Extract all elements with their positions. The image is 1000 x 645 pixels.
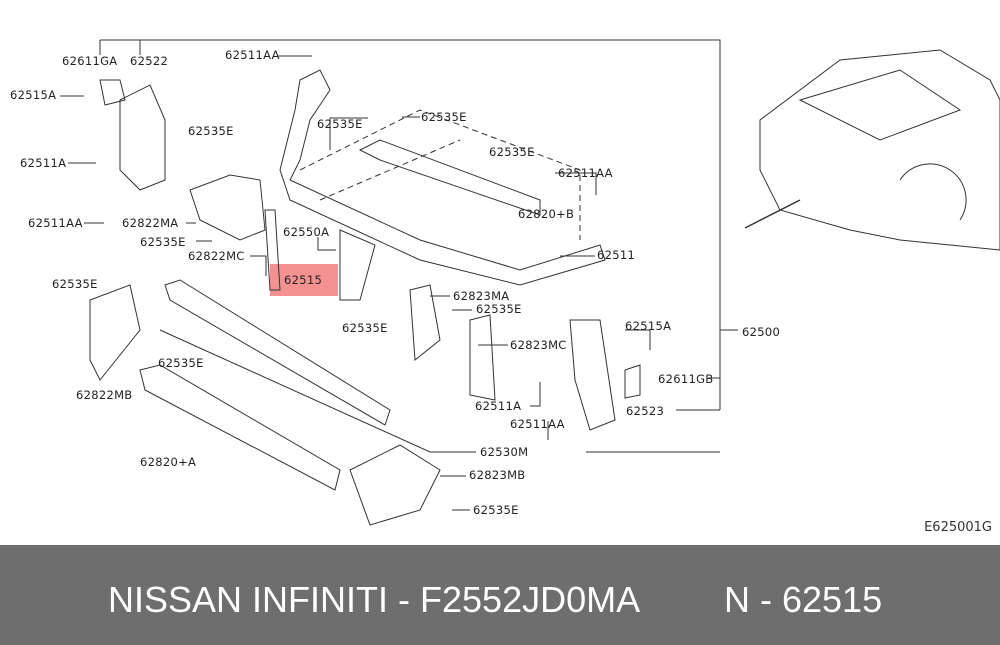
diagram-drawing xyxy=(60,39,1000,526)
part-label: 62511AA xyxy=(28,216,83,230)
diagram-code: E625001G xyxy=(924,520,992,535)
part-label: 62511A xyxy=(475,399,522,413)
parts-diagram: 62611GA 62522 62515A 62511A 62511AA 6282… xyxy=(10,39,1000,535)
part-label: 62515A xyxy=(10,88,57,102)
footer-bar: NISSAN INFINITI - F2552JD0MA N - 62515 xyxy=(0,545,1000,645)
part-label: 62535E xyxy=(52,277,98,291)
part-label: 62823MA xyxy=(453,289,510,303)
part-label: 62522 xyxy=(130,54,169,68)
part-label: 62515A xyxy=(625,319,672,333)
part-label: 62822MB xyxy=(76,388,133,402)
part-number-text: N - 62515 xyxy=(724,579,883,620)
part-label: 62535E xyxy=(140,235,186,249)
brand-part-text: NISSAN INFINITI - F2552JD0MA xyxy=(108,579,641,620)
part-label: 62511AA xyxy=(510,417,565,431)
part-label: 62530M xyxy=(480,445,529,459)
part-label: 62535E xyxy=(489,145,535,159)
part-label: 62535E xyxy=(158,356,204,370)
part-label: 62535E xyxy=(317,117,363,131)
part-label: 62823MC xyxy=(510,338,567,352)
part-label: 62820+A xyxy=(140,455,197,469)
part-label: 62535E xyxy=(188,124,234,138)
part-label: 62550A xyxy=(283,225,330,239)
highlighted-part-label[interactable]: 62515 xyxy=(284,273,323,287)
part-label: 62611GB xyxy=(658,372,714,386)
part-label: 62523 xyxy=(626,404,665,418)
part-label: 62535E xyxy=(421,110,467,124)
part-label: 62823MB xyxy=(469,468,526,482)
part-label: 62822MC xyxy=(188,249,245,263)
part-label: 62535E xyxy=(476,302,522,316)
part-label: 62820+B xyxy=(518,207,575,221)
highlight-box xyxy=(270,264,338,296)
part-label: 62500 xyxy=(742,325,781,339)
part-label: 62511AA xyxy=(558,166,613,180)
part-label: 62511A xyxy=(20,156,67,170)
part-label: 62611GA xyxy=(62,54,118,68)
part-label: 62535E xyxy=(342,321,388,335)
part-label: 62511AA xyxy=(225,48,280,62)
part-label: 62822MA xyxy=(122,216,179,230)
part-label: 62535E xyxy=(473,503,519,517)
part-label: 62511 xyxy=(597,248,636,262)
